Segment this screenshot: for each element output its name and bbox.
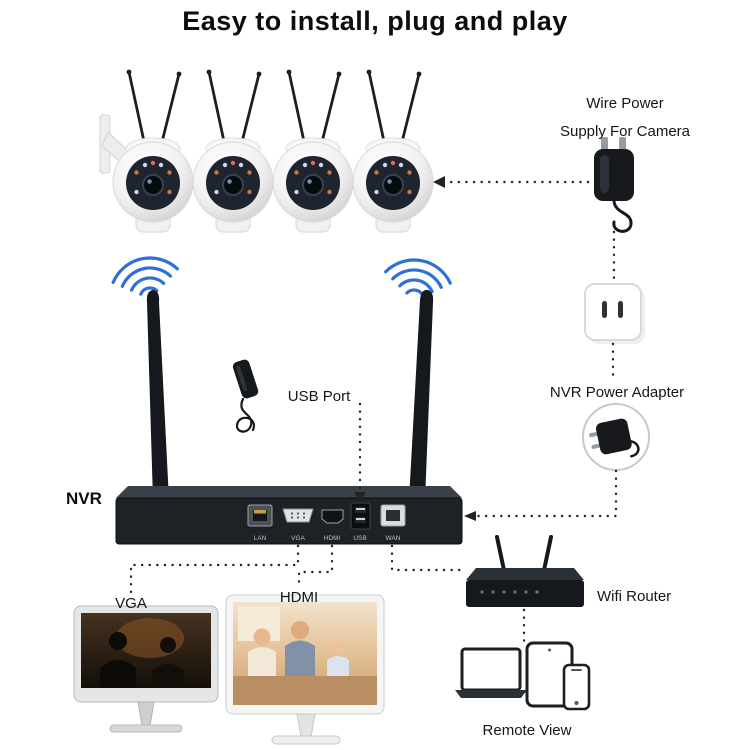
usb-dongle-icon (232, 359, 259, 399)
router-connector-line (390, 544, 465, 572)
vga-monitor-icon (73, 605, 219, 733)
wifi-signal-icon (381, 253, 455, 302)
router-front-face (466, 580, 584, 607)
laptop-icon (460, 647, 522, 692)
laptop-base (455, 690, 527, 698)
nvr-port-label-vga: VGA (291, 535, 305, 542)
nvr-power-adapter-label: NVR Power Adapter (549, 384, 685, 401)
outlet-slot (602, 301, 607, 318)
page-title: Easy to install, plug and play (182, 6, 568, 36)
plug-prong (619, 137, 626, 151)
nvr-port-wan (380, 504, 406, 527)
vga-label: VGA (115, 595, 147, 612)
nvr-port-label-usb: USB (353, 535, 366, 542)
monitor-base (271, 735, 341, 745)
hdmi-monitor-icon (225, 594, 385, 745)
nvr-port-vga (282, 508, 314, 523)
vga-connector-line (129, 544, 300, 596)
adapter-body (595, 418, 632, 455)
remote-devices (455, 641, 591, 711)
arrow-left-icon (433, 176, 445, 188)
monitor-stand (137, 701, 155, 727)
adapter-cable (628, 439, 640, 458)
camera-3 (271, 68, 355, 234)
usb-port-label: USB Port (287, 388, 351, 405)
nvr-port-label-hdmi: HDMI (324, 535, 341, 542)
nvr-port-label-wan: WAN (386, 535, 401, 542)
power-outlet-icon (584, 283, 645, 344)
plug-prong (589, 432, 598, 438)
hdmi-label: HDMI (279, 589, 319, 606)
arrow-down-icon (354, 492, 366, 503)
nvr-port-label-lan: LAN (254, 535, 267, 542)
hdmi-connector-line (297, 544, 334, 589)
router-top-face (466, 568, 584, 580)
nvr-antenna-left (146, 290, 169, 500)
adapter-highlight (600, 155, 609, 193)
monitor-base (109, 724, 183, 733)
wire-power-label-line2: Supply For Camera (559, 123, 691, 140)
camera-power-adapter-icon (594, 137, 634, 233)
nvr-antenna-right (409, 289, 434, 500)
wifi-signal-icon (107, 250, 183, 301)
nvr-top-face (116, 486, 462, 498)
camera-2 (191, 68, 275, 234)
nvr-port-usb (350, 502, 371, 530)
phone-icon (562, 663, 591, 711)
arrow-left-icon (464, 511, 476, 521)
monitor-stand (296, 713, 316, 738)
wire-power-label-line1: Wire Power (586, 95, 664, 112)
nvr-port-lan (247, 504, 273, 527)
outlet-slot (618, 301, 623, 318)
outlet-plate (584, 283, 642, 341)
plug-prong (601, 137, 608, 151)
camera-4 (351, 68, 435, 234)
usb-dongle-cable (235, 397, 256, 433)
wifi-router-label: Wifi Router (597, 588, 672, 605)
adapter-cable (612, 199, 633, 233)
remote-view-label: Remote View (482, 722, 572, 739)
plug-prong (591, 443, 601, 449)
nvr-power-adapter-icon (582, 403, 650, 471)
nvr-device: LAN VGA HDMI USB WAN (115, 289, 463, 545)
wifi-router-icon (466, 535, 584, 607)
nvr-port-hdmi (321, 509, 344, 524)
nvr-label: NVR (66, 489, 102, 508)
nvr-power-connector-line (468, 469, 618, 518)
